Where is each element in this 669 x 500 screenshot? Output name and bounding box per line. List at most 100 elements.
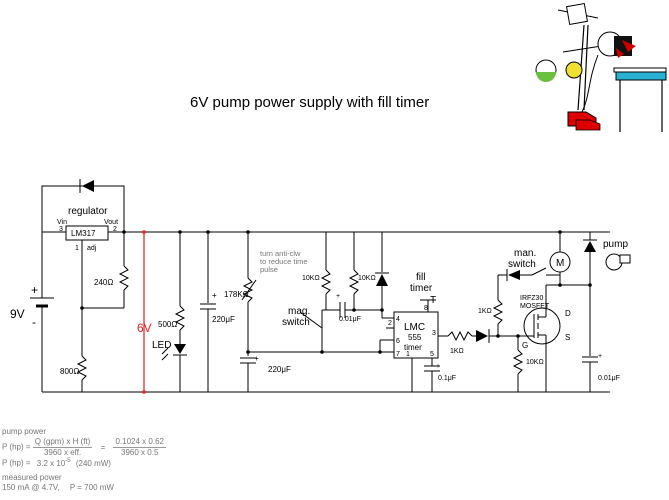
diode-output	[476, 329, 490, 343]
formula-fraction-1: Q (gpm) x H (ft) 3960 x eff.	[32, 437, 93, 458]
junction-dot	[246, 350, 250, 354]
result-prefix: P (hp) =	[2, 458, 31, 468]
battery-plus: +	[31, 283, 38, 297]
adj-label: adj	[87, 245, 97, 252]
c220a-label: 220μF	[212, 315, 235, 324]
lmc-label-1: LMC	[404, 322, 425, 333]
pot-wiper-arrow	[241, 279, 257, 301]
pin2-label: 2	[113, 226, 117, 233]
ic-pin4-label: 4	[396, 316, 400, 323]
formula-lhs: P (hp) =	[2, 442, 31, 452]
pot-note-line3: pulse	[260, 265, 278, 274]
pot-note-line1: turn anti-clw	[260, 249, 301, 258]
manual-switch	[531, 267, 547, 276]
c001a-label: 0.01μF	[339, 316, 361, 323]
r10kc-label: 10KΩ	[526, 359, 544, 366]
mosfet-g-label: G	[522, 341, 528, 350]
c01-plus: +	[436, 363, 440, 370]
pot178-label: 178KΩ	[224, 290, 249, 299]
pump-label: pump	[603, 239, 628, 250]
pot-note-line2: to reduce time	[260, 257, 308, 266]
r500-label: 500Ω	[158, 320, 177, 329]
potentiometer-178k	[242, 277, 254, 303]
pump-icon	[605, 253, 631, 271]
ic-pin2-label: 2	[388, 320, 392, 327]
r1kb-label: 1KΩ	[450, 348, 464, 355]
c220b-plus: +	[254, 354, 259, 363]
formula-line: P (hp) = Q (gpm) x H (ft) 3960 x eff. = …	[2, 437, 252, 458]
r10ka-label: 10KΩ	[302, 275, 320, 282]
formula-2-numerator: 0.1024 x 0.62	[113, 437, 166, 448]
ic-pin3-label: 3	[432, 330, 436, 337]
junction-dot	[516, 334, 520, 338]
ic-pin6-label: 6	[396, 338, 400, 345]
regulator-label: regulator	[68, 206, 108, 217]
diagram-title: 6V pump power supply with fill timer	[190, 94, 430, 111]
diode-man	[506, 269, 520, 281]
c001a-plus: +	[336, 293, 340, 300]
formula-equals: =	[100, 442, 106, 452]
resistor-500	[174, 305, 186, 331]
mosfet-label-1: IRFZ30	[520, 295, 543, 302]
bypass-diode	[79, 179, 94, 193]
junction-dot	[496, 334, 500, 338]
junction-dot	[246, 230, 250, 234]
lmc555-timer-body	[393, 311, 439, 359]
mosfet-s-label: S	[565, 333, 570, 342]
junction-dot	[142, 390, 146, 394]
mosfet-d-label: D	[565, 309, 571, 318]
motor-label: M	[556, 258, 564, 269]
vout-label: Vout	[104, 219, 118, 226]
battery-9v	[30, 297, 54, 330]
ic-pin8-label: 8	[424, 305, 428, 312]
mag-switch-label-1: mag.	[288, 306, 310, 317]
result-exponent: -5	[65, 458, 71, 464]
mosfet-label-2: MOSFET	[520, 303, 550, 310]
mag-switch	[299, 311, 323, 329]
battery-minus: -	[32, 315, 36, 329]
resistor-1k-b	[447, 330, 473, 342]
junction-dot	[178, 230, 182, 234]
mag-switch-label-2: switch	[282, 317, 310, 328]
fill-timer-t-label: T	[430, 295, 436, 306]
r1ka-label: 1KΩ	[478, 308, 492, 315]
capacitor-001b	[582, 356, 598, 363]
bird-drinking-cartoon-icon	[535, 2, 667, 132]
resistor-10k-c	[512, 349, 524, 375]
formula-fraction-2: 0.1024 x 0.62 3960 x 0.5	[113, 437, 166, 458]
measured-line: 150 mA @ 4.7V, P = 700 mW	[2, 483, 252, 493]
power-notes: pump power P (hp) = Q (gpm) x H (ft) 396…	[2, 427, 252, 493]
capacitor-220a	[200, 303, 216, 310]
diode-ic-supply	[375, 272, 389, 286]
r240-label: 240Ω	[94, 278, 113, 287]
measured-heading: measured power	[2, 472, 62, 482]
junction-dot	[558, 283, 562, 287]
r800-label: 800Ω	[60, 367, 79, 376]
junction-dot	[122, 230, 126, 234]
mosfet-irfz30	[523, 307, 561, 345]
notes-heading: pump power	[2, 427, 47, 436]
resistor-800	[76, 355, 88, 381]
c001b-label: 0.01μF	[598, 375, 620, 382]
fill-timer-label-1: fill	[416, 272, 425, 283]
pin1-label: 1	[75, 245, 79, 252]
formula-2-denominator: 3960 x 0.5	[121, 448, 159, 457]
lmc-label-3: timer	[404, 343, 422, 352]
junction-dot	[378, 350, 382, 354]
formula-1-numerator: Q (gpm) x H (ft)	[32, 437, 93, 448]
lm317-label: LM317	[71, 229, 96, 238]
lm317-regulator-body	[65, 225, 109, 241]
c01-label: 0.1μF	[438, 375, 456, 382]
junction-dot	[380, 308, 384, 312]
resistor-10k-a	[320, 269, 332, 295]
ic-pin1-label: 1	[406, 351, 410, 358]
resistor-10k-b	[348, 269, 360, 295]
junction-dot	[320, 350, 324, 354]
ic-pin5-label: 5	[430, 351, 434, 358]
resistor-240	[118, 265, 130, 291]
junction-dot	[588, 283, 592, 287]
ic-pin7-label: 7	[396, 351, 400, 358]
fill-timer-label-2: timer	[410, 283, 433, 294]
